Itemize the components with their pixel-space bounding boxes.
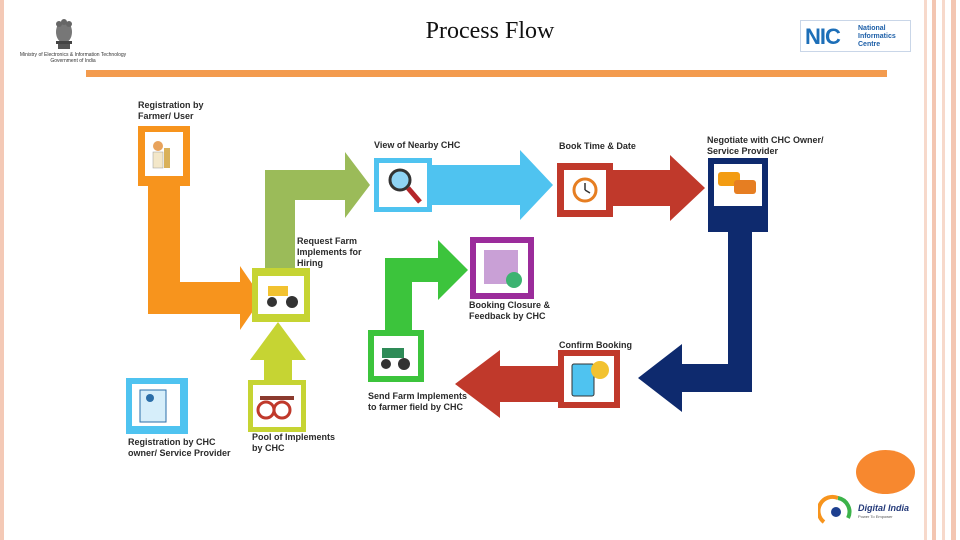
label-booking-closure: Booking Closure & Feedback by CHC [469,300,551,321]
farmer-card [138,126,190,186]
nic-logo-text: National Informatics Centre [858,25,896,49]
nic-logo: NIC National Informatics Centre [800,20,911,52]
orange-arrow [148,185,262,330]
nic-line-1: National [858,25,886,32]
digital-india-tagline: Power To Empower [858,514,893,519]
chat-card [708,158,768,232]
olive-arrow [265,152,370,278]
digital-india-logo: Digital India Power To Empower [816,492,918,528]
ministry-caption: Ministry of Electronics & Information Te… [18,52,128,64]
decorative-stripes [920,0,960,540]
nic-line-2: Informatics [858,33,896,40]
label-request-farm: Request Farm Implements for Hiring [297,236,362,268]
navy-arrow [638,232,752,412]
orange-circle-decoration [856,450,915,494]
pool-implements-card [248,380,306,432]
label-negotiate: Negotiate with CHC Owner/ Service Provid… [707,135,824,156]
ministry-line-2: Government of India [50,58,96,64]
digital-india-text: Digital India [858,503,910,513]
nic-line-3: Centre [858,41,881,48]
label-registration-chc: Registration by CHC owner/ Service Provi… [128,437,231,458]
page-title: Process Flow [425,18,555,44]
red-arrow-right [613,155,705,221]
label-send-farm: Send Farm Implements to farmer field by … [368,391,468,412]
tablet-card [558,350,620,408]
green-arrow [385,240,468,332]
clock-card [557,163,613,217]
label-registration-farmer: Registration by Farmer/ User [138,100,204,121]
nic-logo-letters: NIC [805,24,841,49]
booking-closure-card [470,237,534,299]
yellow-green-arrow [250,322,306,380]
tractor-card [252,268,310,322]
ministry-line-1: Ministry of Electronics & Information Te… [19,52,127,58]
tractor-green-card [368,330,424,382]
label-book-time: Book Time & Date [559,141,636,151]
label-pool-implements: Pool of Implements by CHC [252,432,336,453]
header-rule [86,70,887,77]
red-arrow-left [455,350,560,418]
digital-india-icon [816,494,852,524]
registration-chc-card [126,378,188,434]
label-confirm-booking: Confirm Booking [559,340,632,350]
national-emblem-icon [56,19,72,49]
search-card [374,158,432,212]
label-view-nearby: View of Nearby CHC [374,140,461,150]
left-border [0,0,4,540]
blue-arrow [432,150,553,220]
